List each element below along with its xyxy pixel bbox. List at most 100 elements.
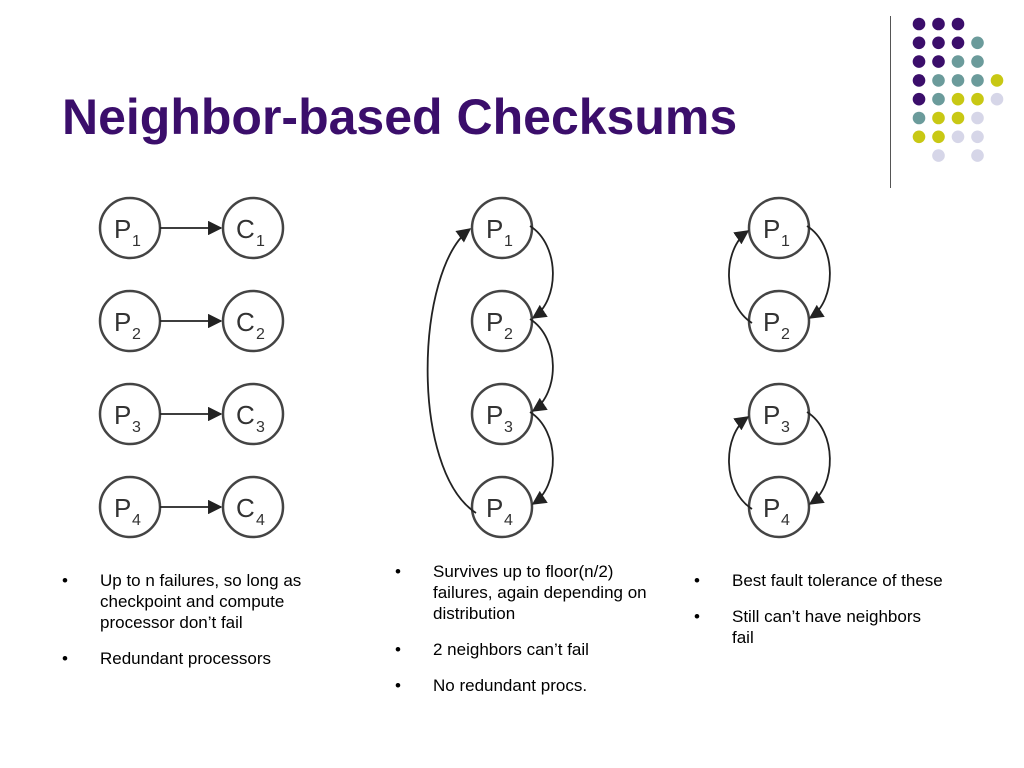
node-c3 bbox=[221, 382, 285, 446]
node-label: P bbox=[486, 493, 503, 523]
decorative-dot bbox=[990, 74, 1004, 87]
arrow-p4-p1 bbox=[426, 228, 477, 514]
node-label: P bbox=[763, 307, 780, 337]
slide-title: Neighbor-based Checksums bbox=[62, 89, 738, 145]
node-subscript: 4 bbox=[781, 512, 790, 529]
node-subscript: 2 bbox=[504, 326, 513, 343]
arrow-p3-p4 bbox=[529, 411, 554, 505]
decorative-dot bbox=[971, 92, 984, 106]
right-diagram: P 1 P 2 P 3 P 4 bbox=[728, 196, 831, 539]
arrow-p2-p3 bbox=[529, 318, 554, 412]
node-label: P bbox=[114, 214, 131, 244]
bullet-icon: • bbox=[694, 571, 700, 590]
decorative-dot bbox=[932, 17, 945, 31]
node-label: P bbox=[114, 307, 131, 337]
middle-diagram: P 1 P 2 P 3 P 4 bbox=[426, 196, 554, 539]
bullet-icon: • bbox=[694, 607, 700, 626]
bullet-text: Still can’t have neighbors fail bbox=[732, 607, 922, 647]
bullet-icon: • bbox=[395, 676, 401, 695]
list-item: • No redundant procs. bbox=[395, 675, 660, 696]
bullet-text: No redundant procs. bbox=[433, 676, 588, 695]
decorative-dot-grid bbox=[912, 17, 1004, 162]
node-subscript: 4 bbox=[256, 512, 265, 529]
node-subscript: 1 bbox=[504, 233, 513, 250]
node-label: P bbox=[763, 400, 780, 430]
node-subscript: 1 bbox=[781, 233, 790, 250]
node-label: C bbox=[236, 214, 255, 244]
bullet-list-right: • Best fault tolerance of these • Still ca… bbox=[694, 570, 944, 663]
decorative-dot bbox=[990, 92, 1004, 106]
node-subscript: 3 bbox=[781, 419, 790, 436]
arrow-p1-p2-right bbox=[806, 225, 831, 319]
bullet-icon: • bbox=[62, 571, 68, 590]
node-subscript: 2 bbox=[256, 326, 265, 343]
list-item: • Best fault tolerance of these bbox=[694, 570, 944, 591]
decorative-dot bbox=[971, 111, 984, 125]
list-item: • Still can’t have neighbors fail bbox=[694, 606, 944, 648]
decorative-dot bbox=[932, 74, 945, 87]
node-subscript: 4 bbox=[132, 512, 141, 529]
list-item: • Survives up to floor(n/2) failures, aga… bbox=[395, 561, 660, 624]
node-label: P bbox=[114, 493, 131, 523]
decorative-dot bbox=[912, 111, 926, 125]
bullet-list-middle: • Survives up to floor(n/2) failures, aga… bbox=[395, 561, 660, 711]
node-label: C bbox=[236, 307, 255, 337]
decorative-dot bbox=[912, 74, 926, 87]
decorative-dot bbox=[951, 130, 965, 144]
node-label: P bbox=[763, 493, 780, 523]
decorative-dot bbox=[912, 130, 926, 144]
decorative-dot bbox=[951, 92, 965, 106]
bullet-text: Up to n failures, so long as checkpoint … bbox=[100, 571, 302, 632]
bullet-text: Survives up to floor(n/2) failures, agai… bbox=[433, 562, 647, 623]
decorative-dot bbox=[971, 55, 984, 68]
decorative-dot bbox=[932, 92, 945, 106]
arrow-p1-p2 bbox=[529, 225, 554, 319]
decorative-dot bbox=[932, 36, 945, 50]
decorative-dot bbox=[951, 55, 965, 68]
left-diagram: P 1 C 1 P 2 C 2 P 3 C 3 P 4 C 4 bbox=[98, 196, 285, 539]
node-label: P bbox=[486, 400, 503, 430]
list-item: • Up to n failures, so long as checkpoint… bbox=[62, 570, 322, 633]
bullet-icon: • bbox=[395, 640, 401, 659]
decorative-dot bbox=[912, 55, 926, 68]
list-item: • 2 neighbors can’t fail bbox=[395, 639, 660, 660]
decorative-dot bbox=[971, 36, 984, 50]
decorative-dot bbox=[951, 17, 965, 31]
node-subscript: 1 bbox=[256, 233, 265, 250]
node-label: P bbox=[763, 214, 780, 244]
arrow-p3-p4-right bbox=[806, 411, 831, 505]
node-label: C bbox=[236, 493, 255, 523]
arrow-p2-p1-right bbox=[728, 230, 753, 324]
bullet-icon: • bbox=[62, 649, 68, 668]
node-label: C bbox=[236, 400, 255, 430]
bullet-list-left: • Up to n failures, so long as checkpoint… bbox=[62, 570, 322, 684]
node-subscript: 3 bbox=[504, 419, 513, 436]
node-subscript: 2 bbox=[781, 326, 790, 343]
node-label: P bbox=[486, 307, 503, 337]
node-subscript: 2 bbox=[132, 326, 141, 343]
decorative-dot bbox=[951, 74, 965, 87]
arrow-p4-p3-right bbox=[728, 416, 753, 510]
decorative-dot bbox=[951, 111, 965, 125]
checksum-diagrams: P 1 C 1 P 2 C 2 P 3 C 3 P 4 C 4 P 1 bbox=[98, 196, 831, 539]
list-item: •Redundant processors bbox=[62, 648, 322, 669]
decorative-dot bbox=[971, 74, 984, 87]
decorative-dot bbox=[912, 36, 926, 50]
node-label: P bbox=[486, 214, 503, 244]
node-subscript: 3 bbox=[256, 419, 265, 436]
node-subscript: 3 bbox=[132, 419, 141, 436]
decorative-dot bbox=[932, 149, 945, 162]
decorative-dot bbox=[971, 130, 984, 144]
bullet-icon: • bbox=[395, 562, 401, 581]
decorative-dot bbox=[932, 111, 945, 125]
bullet-text: 2 neighbors can’t fail bbox=[433, 640, 589, 659]
node-c4 bbox=[221, 475, 285, 539]
node-subscript: 4 bbox=[504, 512, 513, 529]
node-p4-middle bbox=[470, 475, 534, 539]
decorative-dot bbox=[912, 17, 926, 31]
decorative-dot bbox=[932, 130, 945, 144]
decorative-dot bbox=[912, 92, 926, 106]
node-c2 bbox=[221, 289, 285, 353]
node-label: P bbox=[114, 400, 131, 430]
bullet-text: Best fault tolerance of these bbox=[732, 571, 943, 590]
